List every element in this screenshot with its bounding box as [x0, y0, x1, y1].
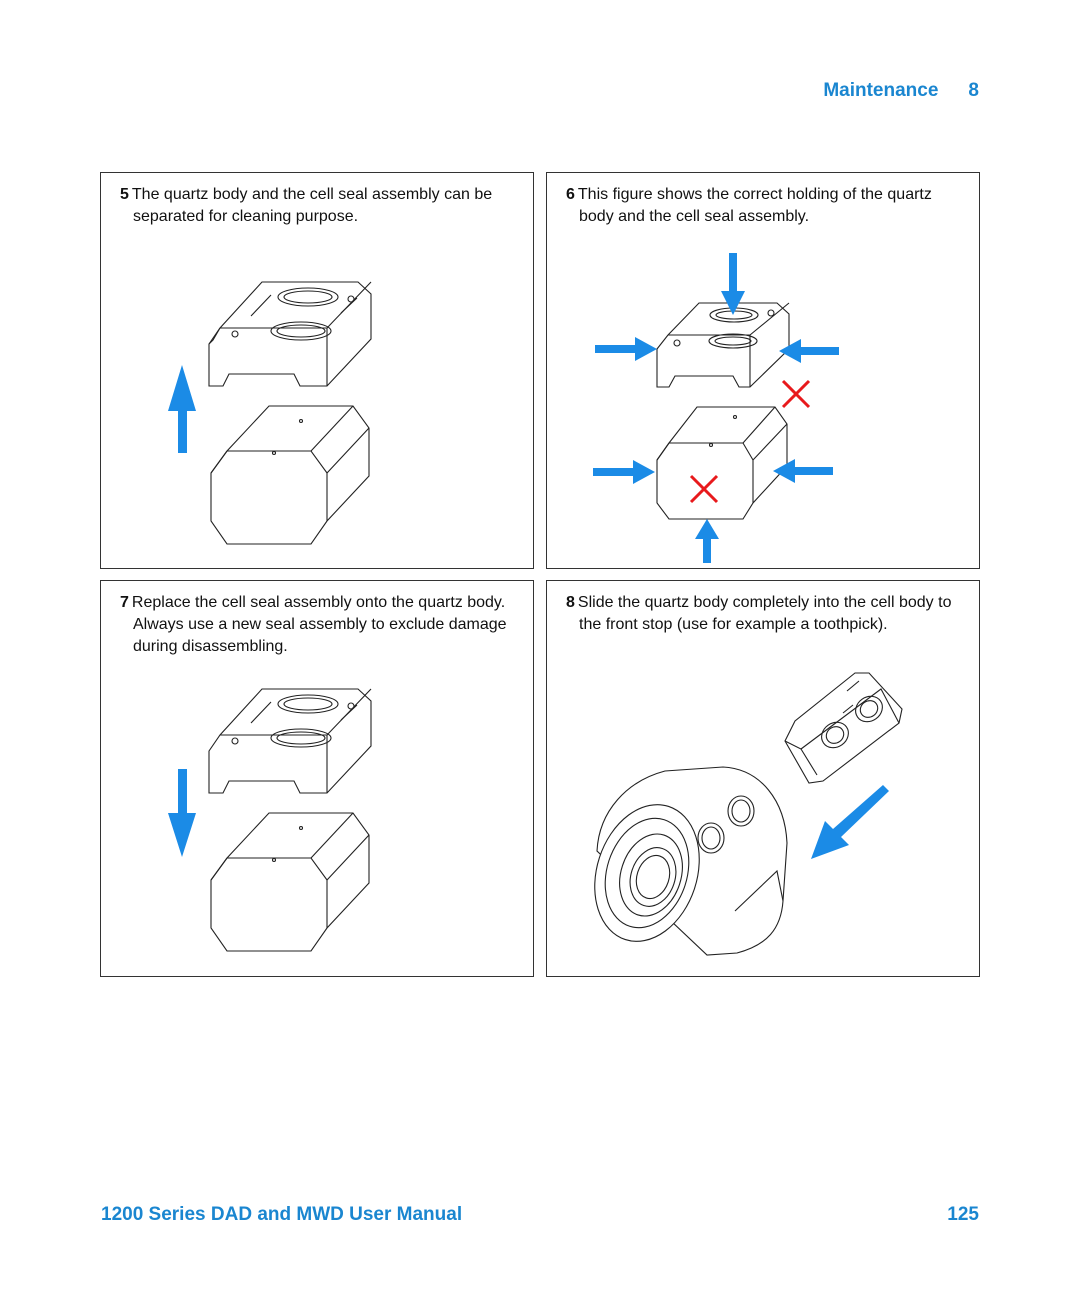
- arrow-down-icon: [168, 769, 196, 857]
- cell-body: [594, 766, 788, 956]
- arrow-right-icon: [595, 337, 657, 361]
- step-6-illustration: [593, 253, 839, 563]
- step-7-illustration: [168, 688, 372, 952]
- arrow-left-icon: [773, 459, 833, 483]
- step-8-illustration: [594, 672, 903, 956]
- wrong-hold-x-icon: [781, 379, 811, 409]
- arrow-up-icon: [168, 365, 196, 453]
- arrow-right-icon: [593, 460, 655, 484]
- arrow-up-icon: [695, 519, 719, 563]
- arrow-down-left-icon: [811, 785, 889, 859]
- page-number: 125: [947, 1204, 979, 1225]
- wrong-hold-x-icon: [689, 474, 719, 504]
- arrow-left-icon: [779, 339, 839, 363]
- section-title: Maintenance: [823, 80, 939, 101]
- manual-title: 1200 Series DAD and MWD User Manual: [101, 1204, 463, 1225]
- quartz-body: [210, 405, 370, 545]
- chapter-number: 8: [968, 80, 979, 101]
- quartz-body-with-seal: [784, 672, 903, 784]
- quartz-body: [210, 812, 370, 952]
- step-number: 8: [566, 594, 575, 611]
- step-5-illustration: [168, 281, 372, 545]
- quartz-body: [656, 406, 788, 520]
- arrow-down-icon: [721, 253, 745, 315]
- cell-seal-assembly: [208, 688, 372, 794]
- cell-seal-assembly: [656, 302, 790, 388]
- cell-seal-assembly: [208, 281, 372, 387]
- step-number: 5: [120, 186, 129, 203]
- step-number: 6: [566, 186, 575, 203]
- running-header: Maintenance 8: [823, 80, 979, 102]
- step-number: 7: [120, 594, 129, 611]
